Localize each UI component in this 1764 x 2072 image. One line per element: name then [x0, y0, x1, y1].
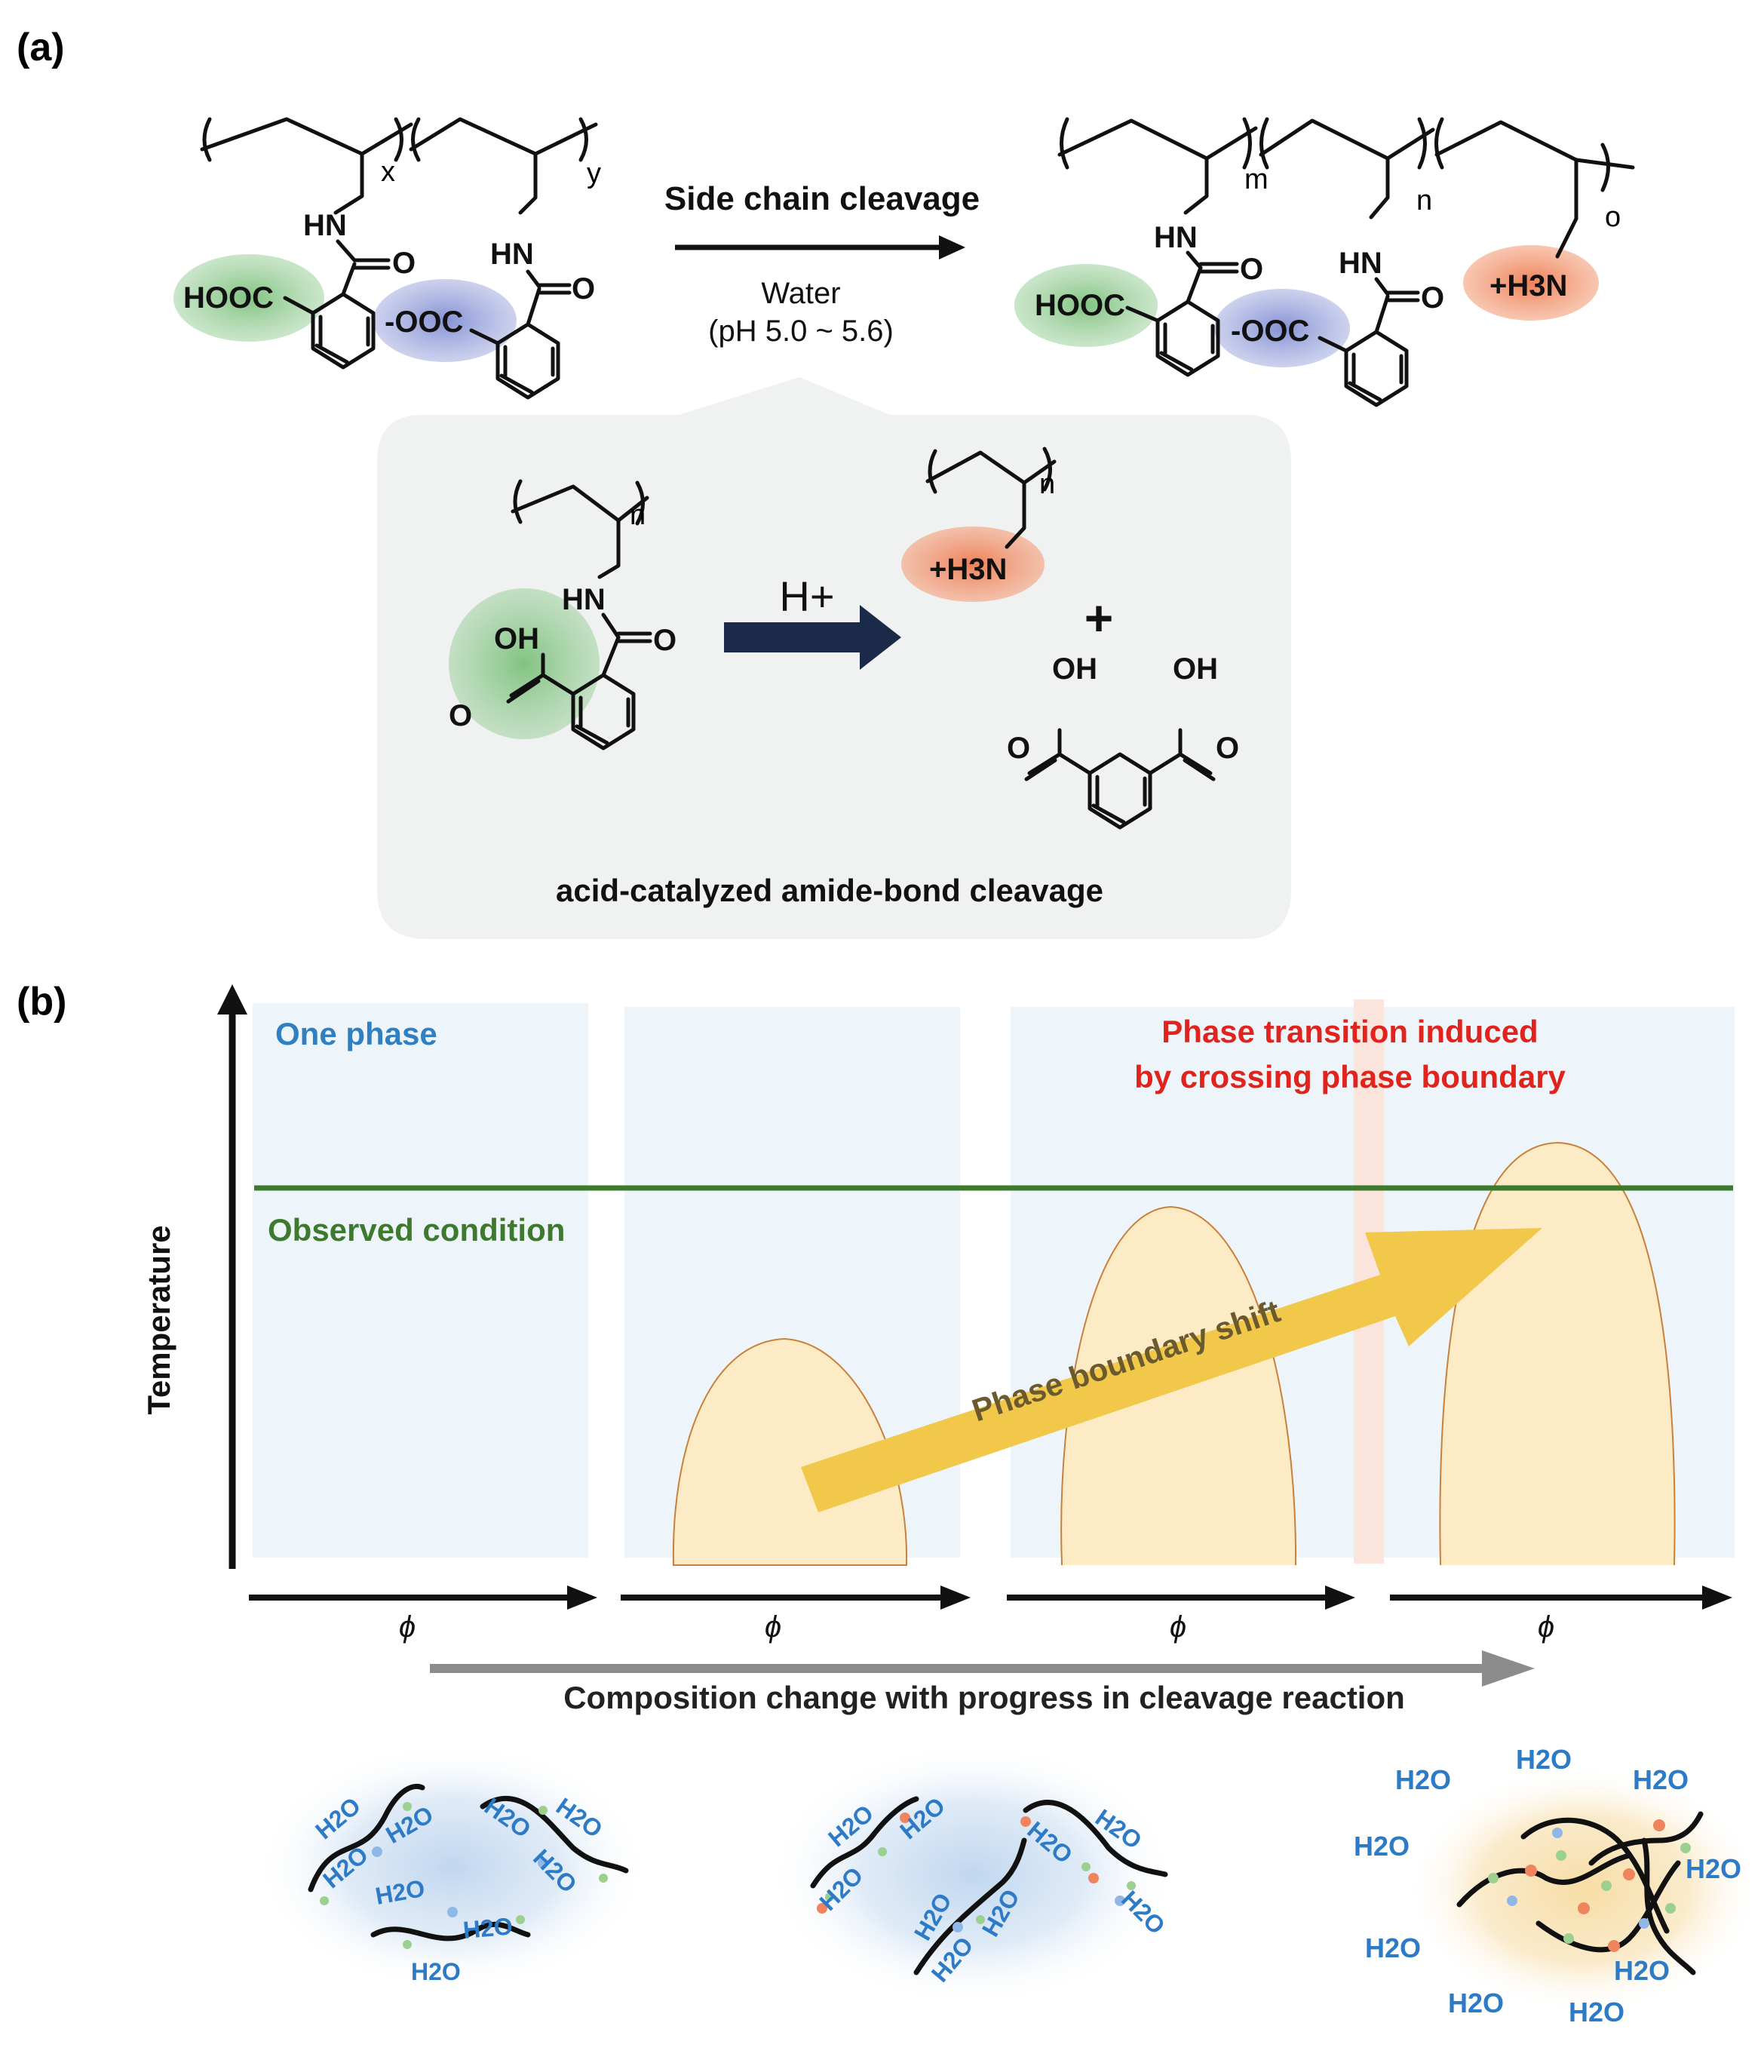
schematic-one-phase: H2O H2O H2O H2O H2O H2O H2O H2O H2O — [256, 1742, 649, 1991]
panel-b-label: (b) — [17, 980, 66, 1024]
bracket-open — [202, 117, 212, 162]
svg-text:O: O — [1421, 281, 1444, 315]
catalyst-label: H+ — [779, 572, 834, 620]
svg-text:HN: HN — [1339, 247, 1382, 280]
carboxylate-label: -OOC — [385, 305, 463, 339]
product-polymer: m n o HN O HOOC HN O -OOC +H3N — [1014, 117, 1635, 407]
svg-text:H2O: H2O — [1354, 1831, 1410, 1862]
svg-text:OH: OH — [1173, 652, 1218, 686]
bracket-open-y — [411, 117, 421, 162]
svg-text:O: O — [449, 699, 472, 732]
svg-text:H2O: H2O — [1395, 1764, 1451, 1795]
phi-label-3: ϕ — [1170, 1610, 1186, 1644]
nh-label-1: HN — [303, 209, 347, 242]
svg-text:OH: OH — [494, 622, 539, 655]
subscript-m: m — [1244, 164, 1269, 195]
composition-axes: ϕ ϕ ϕ ϕ — [249, 1585, 1732, 1644]
svg-text:HN: HN — [1154, 221, 1198, 254]
subscript-n: n — [1416, 185, 1432, 216]
subscript-o: o — [1605, 201, 1621, 233]
svg-text:H2O: H2O — [1448, 1988, 1504, 2018]
svg-text:n: n — [1039, 468, 1055, 500]
reactant-polymer: x y HN O HOOC HN O -OOC — [173, 117, 601, 400]
svg-text:O: O — [1007, 732, 1030, 765]
catalysis-arrow — [724, 605, 901, 670]
observed-condition-label: Observed condition — [268, 1212, 565, 1248]
svg-text:HN: HN — [562, 583, 606, 616]
reaction-label: Side chain cleavage — [664, 180, 980, 217]
svg-text:H2O: H2O — [1686, 1853, 1741, 1884]
plus-sign: + — [1084, 590, 1114, 646]
acid-highlight — [173, 254, 324, 342]
svg-text:H2O: H2O — [1365, 1932, 1421, 1963]
bracket-close-y — [578, 117, 588, 162]
subscript-x: x — [381, 156, 395, 188]
temperature-axis-label: Temperature — [141, 1225, 176, 1414]
phase-boundary-shift-arrow — [801, 1228, 1542, 1512]
nh-label-2: HN — [490, 238, 534, 271]
reaction-arrow: Side chain cleavage Water (pH 5.0 ~ 5.6) — [664, 180, 980, 348]
o-label-1: O — [392, 247, 416, 280]
svg-text:HOOC: HOOC — [1035, 289, 1125, 322]
mechanism-box: n HN O OH O H+ n +H3N + OH O OH O — [377, 377, 1291, 939]
diagram-panel-1 — [253, 1003, 588, 1558]
solvent-label: Water — [761, 277, 840, 310]
svg-text:n: n — [630, 499, 646, 531]
schematic-partial-cleavage: H2O H2O H2O H2O H2O H2O H2O H2O H2O — [769, 1742, 1177, 2006]
phase-transition-label-1: Phase transition induced — [1161, 1014, 1538, 1049]
phi-label-2: ϕ — [765, 1610, 781, 1644]
phase-transition-label-2: by crossing phase boundary — [1134, 1059, 1566, 1094]
acid-label: HOOC — [183, 281, 274, 315]
svg-text:H2O: H2O — [1569, 1997, 1624, 2027]
ammonium-label: +H3N — [1489, 269, 1567, 302]
mechanism-caption: acid-catalyzed amide-bond cleavage — [556, 873, 1103, 908]
composition-change-label: Composition change with progress in clea… — [563, 1680, 1405, 1715]
o-label-2: O — [572, 272, 595, 305]
svg-text:H2O: H2O — [1516, 1744, 1572, 1775]
svg-text:-OOC: -OOC — [1231, 315, 1309, 348]
phi-label-4: ϕ — [1538, 1610, 1554, 1644]
schematic-phase-separated: H2O H2O H2O H2O H2O H2O H2O H2O H2O — [1354, 1744, 1761, 2027]
panel-a-label: (a) — [17, 26, 65, 69]
svg-text:H2O: H2O — [1633, 1764, 1689, 1795]
subscript-y: y — [587, 158, 601, 189]
svg-text:+H3N: +H3N — [929, 553, 1007, 586]
svg-text:H2O: H2O — [1614, 1955, 1670, 1986]
one-phase-label: One phase — [275, 1016, 437, 1051]
phi-label-1: ϕ — [399, 1610, 416, 1644]
svg-text:H2O: H2O — [411, 1958, 461, 1985]
backbone-y — [409, 117, 598, 156]
svg-text:O: O — [1216, 732, 1239, 765]
svg-text:H2O: H2O — [462, 1912, 514, 1944]
svg-text:O: O — [1240, 253, 1263, 286]
backbone-x — [200, 117, 413, 156]
bracket-close-x — [394, 117, 403, 162]
svg-text:O: O — [653, 624, 676, 657]
carboxylate-highlight — [373, 279, 517, 362]
svg-text:OH: OH — [1052, 652, 1097, 686]
ph-label: (pH 5.0 ~ 5.6) — [708, 315, 894, 348]
